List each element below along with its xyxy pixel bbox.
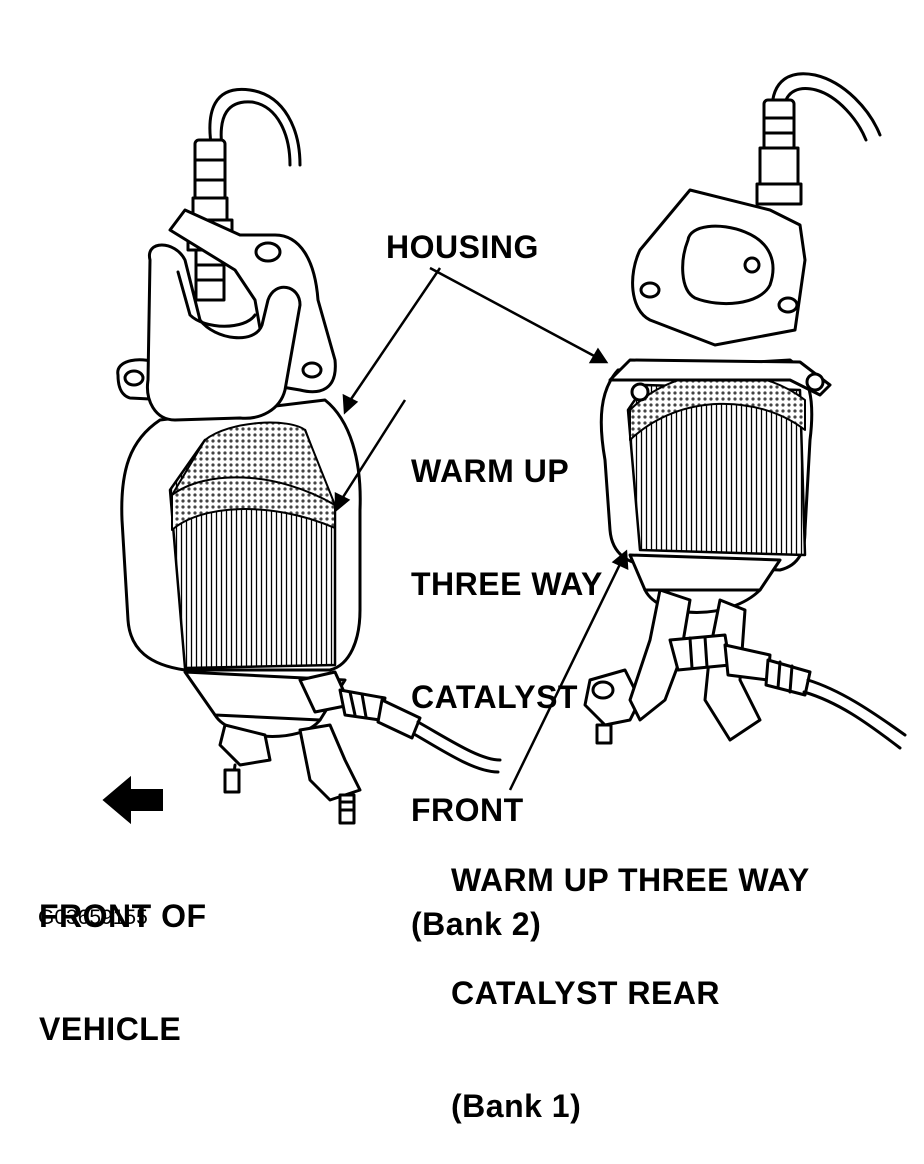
- front-of-vehicle-line-2: VEHICLE: [39, 1010, 182, 1047]
- arrow-left-down-icon: [102, 775, 163, 825]
- rear-catalyst-line-2: CATALYST REAR: [451, 974, 721, 1011]
- front-catalyst-line-4: FRONT: [411, 792, 524, 829]
- front-lower-sensor-cable: [416, 720, 502, 762]
- rear-catalyst-label: WARM UP THREE WAY CATALYST REAR (Bank 1): [451, 786, 810, 1164]
- rear-lower-oxygen-sensor: [668, 633, 812, 697]
- front-lower-oxygen-sensor: [298, 670, 422, 740]
- catalytic-converter-diagram: [102, 72, 907, 825]
- front-catalyst-line-3: CATALYST: [411, 679, 578, 715]
- front-of-vehicle-label: FRONT OF VEHICLE: [39, 822, 207, 1086]
- rear-sensor-cable: [770, 72, 882, 137]
- front-catalyst-line-2: THREE WAY: [411, 565, 603, 602]
- rear-catalyst-line-1: WARM UP THREE WAY: [451, 861, 810, 898]
- front-sensor-cable: [208, 87, 302, 167]
- callout-leaders: [334, 266, 629, 791]
- front-catalyst-line-5: (Bank 2): [411, 905, 542, 942]
- housing-label: HOUSING: [386, 229, 539, 265]
- front-catalyst-line-1: WARM UP: [411, 452, 570, 489]
- front-catalyst-label: WARM UP THREE WAY CATALYST FRONT (Bank 2…: [411, 377, 603, 981]
- rear-lower-sensor-cable: [806, 678, 907, 737]
- rear-catalytic-converter: [583, 72, 907, 750]
- front-of-vehicle-line-1: FRONT OF: [39, 897, 207, 934]
- rear-upper-oxygen-sensor: [755, 98, 803, 206]
- rear-catalyst-line-3: (Bank 1): [451, 1088, 582, 1124]
- figure-id: G03659155: [38, 906, 148, 929]
- front-catalytic-converter: [116, 87, 502, 825]
